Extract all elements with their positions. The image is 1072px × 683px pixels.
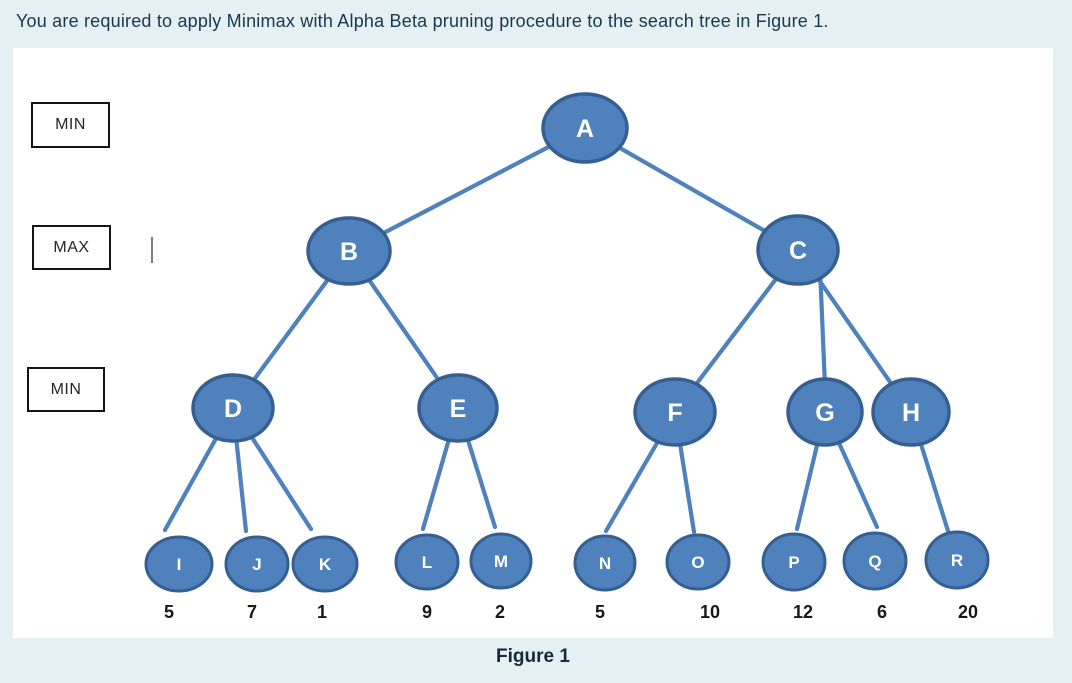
tree-node-A: A bbox=[541, 92, 629, 164]
tree-node-M: M2 bbox=[469, 532, 533, 622]
node-B-label: B bbox=[340, 238, 358, 266]
edge-A-B bbox=[346, 125, 588, 254]
node-N-label: N bbox=[599, 554, 611, 573]
node-E-label: E bbox=[450, 395, 467, 423]
tree-node-O: O 10 bbox=[665, 533, 731, 622]
tree-node-E: E bbox=[417, 373, 499, 443]
node-I-label: I bbox=[177, 555, 182, 574]
node-A-label: A bbox=[576, 115, 594, 143]
leaf-O-value: 10 bbox=[700, 602, 720, 622]
leaf-P-value: 12 bbox=[793, 602, 813, 622]
tree-node-K: K1 bbox=[291, 535, 359, 622]
level-label-min-mid: MIN bbox=[27, 367, 105, 412]
node-G-shape bbox=[786, 377, 864, 447]
leaf-L-value: 9 bbox=[422, 602, 432, 622]
node-K-shape bbox=[291, 535, 359, 593]
node-N-shape bbox=[573, 534, 637, 592]
tree-node-H: H bbox=[871, 377, 951, 447]
node-H-label: H bbox=[902, 399, 920, 427]
node-Q-label: Q bbox=[868, 552, 881, 571]
level-label-max-text: MAX bbox=[53, 238, 90, 256]
leaf-R-value: 20 bbox=[958, 602, 978, 622]
level-label-min-top-text: MIN bbox=[55, 116, 86, 133]
node-C-label: C bbox=[789, 237, 807, 265]
edge-C-G bbox=[817, 265, 828, 389]
node-A-shape bbox=[541, 92, 629, 164]
level-label-min-mid-text: MIN bbox=[50, 380, 82, 398]
tree-node-P: P 12 bbox=[761, 532, 827, 622]
level-label-min-top: MIN bbox=[31, 102, 110, 148]
tree-node-C: C bbox=[756, 214, 840, 286]
leaf-Q-value: 6 bbox=[877, 602, 887, 622]
tree-node-D: D bbox=[191, 373, 275, 443]
tree-node-B: B bbox=[306, 216, 392, 286]
leaf-J-value: 7 bbox=[247, 602, 257, 622]
node-G-label: G bbox=[815, 399, 834, 427]
tree-node-J: J7 bbox=[224, 535, 290, 622]
node-O-shape bbox=[665, 533, 731, 591]
leaf-I-value: 5 bbox=[164, 602, 174, 622]
leaf-K-value: 1 bbox=[317, 602, 327, 622]
level-label-max: MAX bbox=[32, 225, 111, 270]
node-K-label: K bbox=[319, 555, 332, 574]
figure-caption: Figure 1 bbox=[496, 646, 570, 667]
node-B-shape bbox=[306, 216, 392, 286]
leaf-M-value: 2 bbox=[495, 602, 505, 622]
tree-node-Q: Q6 bbox=[842, 531, 908, 622]
node-D-shape bbox=[191, 373, 275, 443]
node-P-label: P bbox=[788, 553, 799, 572]
node-H-shape bbox=[871, 377, 951, 447]
tree-node-N: N5 bbox=[573, 534, 637, 622]
node-J-label: J bbox=[252, 555, 261, 574]
node-D-label: D bbox=[224, 395, 242, 423]
node-L-label: L bbox=[422, 553, 432, 572]
node-R-label: R bbox=[951, 551, 963, 570]
node-I-shape bbox=[144, 535, 214, 593]
tree-node-R: R 20 bbox=[924, 530, 990, 622]
node-L-shape bbox=[394, 533, 460, 591]
node-F-shape bbox=[633, 377, 717, 447]
text-cursor bbox=[151, 237, 153, 263]
tree-node-I: I5 bbox=[144, 535, 214, 622]
node-E-shape bbox=[417, 373, 499, 443]
node-R-shape bbox=[924, 530, 990, 590]
node-M-shape bbox=[469, 532, 533, 590]
node-C-shape bbox=[756, 214, 840, 286]
tree-node-G: G bbox=[786, 377, 864, 447]
node-O-label: O bbox=[691, 553, 704, 572]
question-text: You are required to apply Minimax with A… bbox=[16, 11, 829, 31]
node-M-label: M bbox=[494, 552, 508, 571]
node-P-shape bbox=[761, 532, 827, 592]
tree-node-F: F bbox=[633, 377, 717, 447]
node-J-shape bbox=[224, 535, 290, 593]
tree-node-L: L9 bbox=[394, 533, 460, 622]
node-F-label: F bbox=[667, 399, 682, 427]
leaf-N-value: 5 bbox=[595, 602, 605, 622]
node-Q-shape bbox=[842, 531, 908, 591]
